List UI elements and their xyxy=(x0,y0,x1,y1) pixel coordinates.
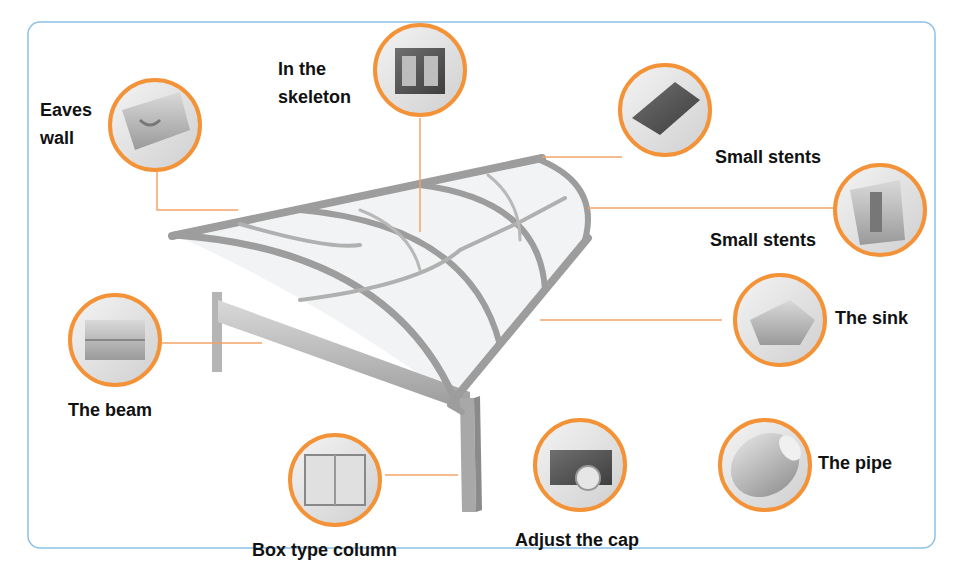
part-label: Small stents xyxy=(710,226,910,254)
part-label: Box type column xyxy=(252,536,452,564)
part-label: Eaves wall xyxy=(40,96,106,152)
callout-circle xyxy=(70,25,925,525)
support-structure xyxy=(212,292,482,512)
part-label: In the skeleton xyxy=(278,55,370,111)
profile-photo xyxy=(85,48,905,510)
part-label: The pipe xyxy=(818,449,928,477)
panel-frame xyxy=(28,22,935,548)
part-label: The sink xyxy=(835,304,945,332)
part-label: Small stents xyxy=(715,143,915,171)
part-label: The beam xyxy=(68,396,218,424)
part-label: Adjust the cap xyxy=(515,526,715,554)
leader-line xyxy=(157,118,834,475)
roof-frame xyxy=(172,158,588,412)
